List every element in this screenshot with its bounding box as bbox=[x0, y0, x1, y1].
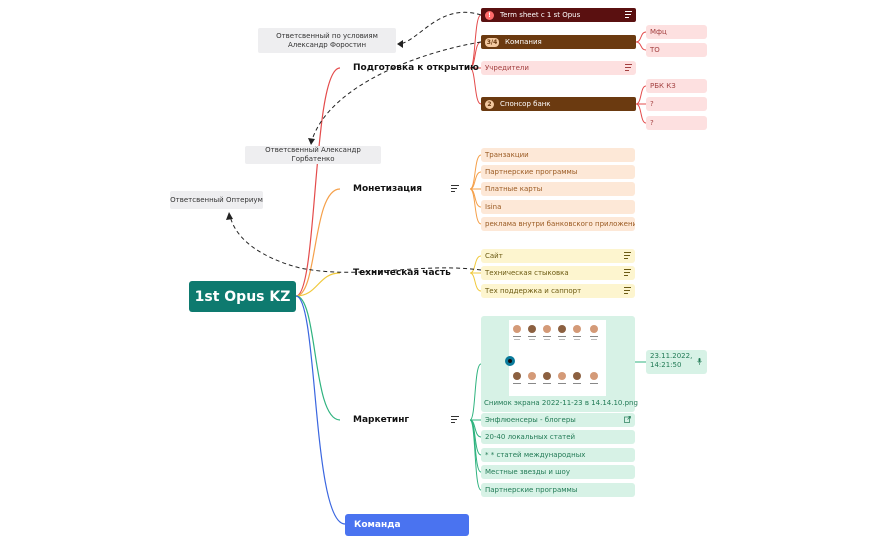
branch-opening-label: Подготовка к открытию bbox=[353, 63, 479, 73]
node-monetization-item[interactable]: Платные карты bbox=[481, 182, 635, 196]
menu-icon[interactable] bbox=[624, 269, 631, 276]
node-term-sheet-label: Term sheet с 1 st Opus bbox=[500, 11, 581, 19]
node-sponsor-child-label: ? bbox=[650, 119, 654, 127]
menu-icon[interactable] bbox=[625, 11, 632, 18]
number-badge-icon: ! bbox=[485, 10, 494, 20]
note-opterium-text: Ответсвенный Оптериум bbox=[170, 195, 263, 204]
node-marketing-label: 20-40 локальных статей bbox=[485, 433, 576, 441]
branch-monetization[interactable]: Монетизация bbox=[353, 184, 422, 194]
node-company-child-label: Мфц bbox=[650, 28, 667, 36]
node-sponsor-child[interactable]: ? bbox=[646, 116, 707, 130]
node-sponsor-child[interactable]: РБК КЗ bbox=[646, 79, 707, 93]
node-founders[interactable]: Учредители bbox=[481, 61, 636, 75]
branch-team-label: Команда bbox=[354, 520, 401, 530]
note-frostin-text: Ответсвенный по условиям Александр Форос… bbox=[276, 31, 378, 49]
node-company-child-label: ТО bbox=[650, 46, 660, 54]
timestamp-text: 23.11.2022, 14:21:50 bbox=[650, 352, 693, 370]
image-caption: Снимок экрана 2022-11-23 в 14.14.10.png bbox=[484, 399, 638, 407]
menu-icon[interactable] bbox=[451, 416, 459, 423]
disc-icon bbox=[505, 356, 515, 366]
node-company-child[interactable]: ТО bbox=[646, 43, 707, 57]
image-icon bbox=[509, 320, 606, 396]
node-sponsor-child-label: ? bbox=[650, 100, 654, 108]
node-monetization-label: реклама внутри банковского приложения bbox=[485, 220, 635, 228]
menu-icon[interactable] bbox=[624, 252, 631, 259]
branch-tech-label: Техническая часть bbox=[353, 268, 451, 278]
node-monetization-item[interactable]: Isina bbox=[481, 200, 635, 214]
node-sponsor-label: Спонсор банк bbox=[500, 100, 551, 108]
note-gorbatenko[interactable]: Ответсвенный Александр Горбатенко bbox=[245, 146, 381, 164]
node-monetization-label: Isina bbox=[485, 203, 502, 211]
node-company[interactable]: 3/4 Компания bbox=[481, 35, 636, 49]
menu-icon[interactable] bbox=[451, 185, 459, 192]
node-tech-item[interactable]: Техническая стыковка bbox=[481, 266, 635, 280]
node-monetization-label: Партнерские программы bbox=[485, 168, 578, 176]
image-attachment-node[interactable]: Снимок экрана 2022-11-23 в 14.14.10.png bbox=[481, 316, 638, 412]
node-tech-label: Сайт bbox=[485, 252, 503, 260]
node-marketing-label: Партнерские программы bbox=[485, 486, 578, 494]
node-term-sheet[interactable]: ! Term sheet с 1 st Opus bbox=[481, 8, 636, 22]
root-node[interactable]: 1st Opus KZ bbox=[189, 281, 296, 312]
node-marketing-item[interactable]: Энфлюенсеры - блогеры bbox=[481, 413, 635, 427]
audio-note-node[interactable]: 23.11.2022, 14:21:50 bbox=[646, 350, 707, 374]
number-badge-icon: 2 bbox=[485, 99, 494, 109]
node-monetization-item[interactable]: Транзакции bbox=[481, 148, 635, 162]
node-marketing-item[interactable]: Партнерские программы bbox=[481, 483, 635, 497]
node-monetization-label: Платные карты bbox=[485, 185, 543, 193]
node-company-child[interactable]: Мфц bbox=[646, 25, 707, 39]
node-tech-label: Тех поддержка и саппорт bbox=[485, 287, 582, 295]
node-marketing-label: Энфлюенсеры - блогеры bbox=[485, 416, 576, 424]
node-monetization-item[interactable]: Партнерские программы bbox=[481, 165, 635, 179]
branch-marketing[interactable]: Маркетинг bbox=[353, 415, 409, 425]
note-gorbatenko-text: Ответсвенный Александр Горбатенко bbox=[265, 146, 361, 163]
node-tech-item[interactable]: Тех поддержка и саппорт bbox=[481, 284, 635, 298]
node-marketing-item[interactable]: * * статей международных bbox=[481, 448, 635, 462]
node-sponsor-child-label: РБК КЗ bbox=[650, 82, 676, 90]
external-link-icon[interactable] bbox=[624, 416, 631, 423]
root-label: 1st Opus KZ bbox=[194, 288, 291, 305]
menu-icon[interactable] bbox=[624, 287, 631, 294]
node-marketing-item[interactable]: Местные звезды и шоу bbox=[481, 465, 635, 479]
branch-tech[interactable]: Техническая часть bbox=[353, 268, 451, 278]
branch-team[interactable]: Команда bbox=[345, 514, 469, 536]
microphone-icon[interactable] bbox=[697, 358, 702, 365]
note-frostin[interactable]: Ответсвенный по условиям Александр Форос… bbox=[258, 28, 396, 53]
node-sponsor-child[interactable]: ? bbox=[646, 97, 707, 111]
number-badge-icon: 3/4 bbox=[485, 37, 499, 47]
node-monetization-label: Транзакции bbox=[485, 151, 529, 159]
node-tech-label: Техническая стыковка bbox=[485, 269, 569, 277]
menu-icon[interactable] bbox=[625, 64, 632, 71]
node-founders-label: Учредители bbox=[485, 64, 529, 72]
node-marketing-item[interactable]: 20-40 локальных статей bbox=[481, 430, 635, 444]
branch-opening[interactable]: Подготовка к открытию bbox=[353, 63, 479, 73]
note-opterium[interactable]: Ответсвенный Оптериум bbox=[170, 191, 263, 209]
node-sponsor[interactable]: 2 Спонсор банк bbox=[481, 97, 636, 111]
branch-monetization-label: Монетизация bbox=[353, 184, 423, 194]
branch-marketing-label: Маркетинг bbox=[353, 415, 410, 425]
node-marketing-label: Местные звезды и шоу bbox=[485, 468, 570, 476]
node-company-label: Компания bbox=[505, 38, 542, 46]
node-marketing-label: * * статей международных bbox=[485, 451, 586, 459]
node-monetization-item[interactable]: реклама внутри банковского приложения bbox=[481, 217, 635, 231]
node-tech-item[interactable]: Сайт bbox=[481, 249, 635, 263]
